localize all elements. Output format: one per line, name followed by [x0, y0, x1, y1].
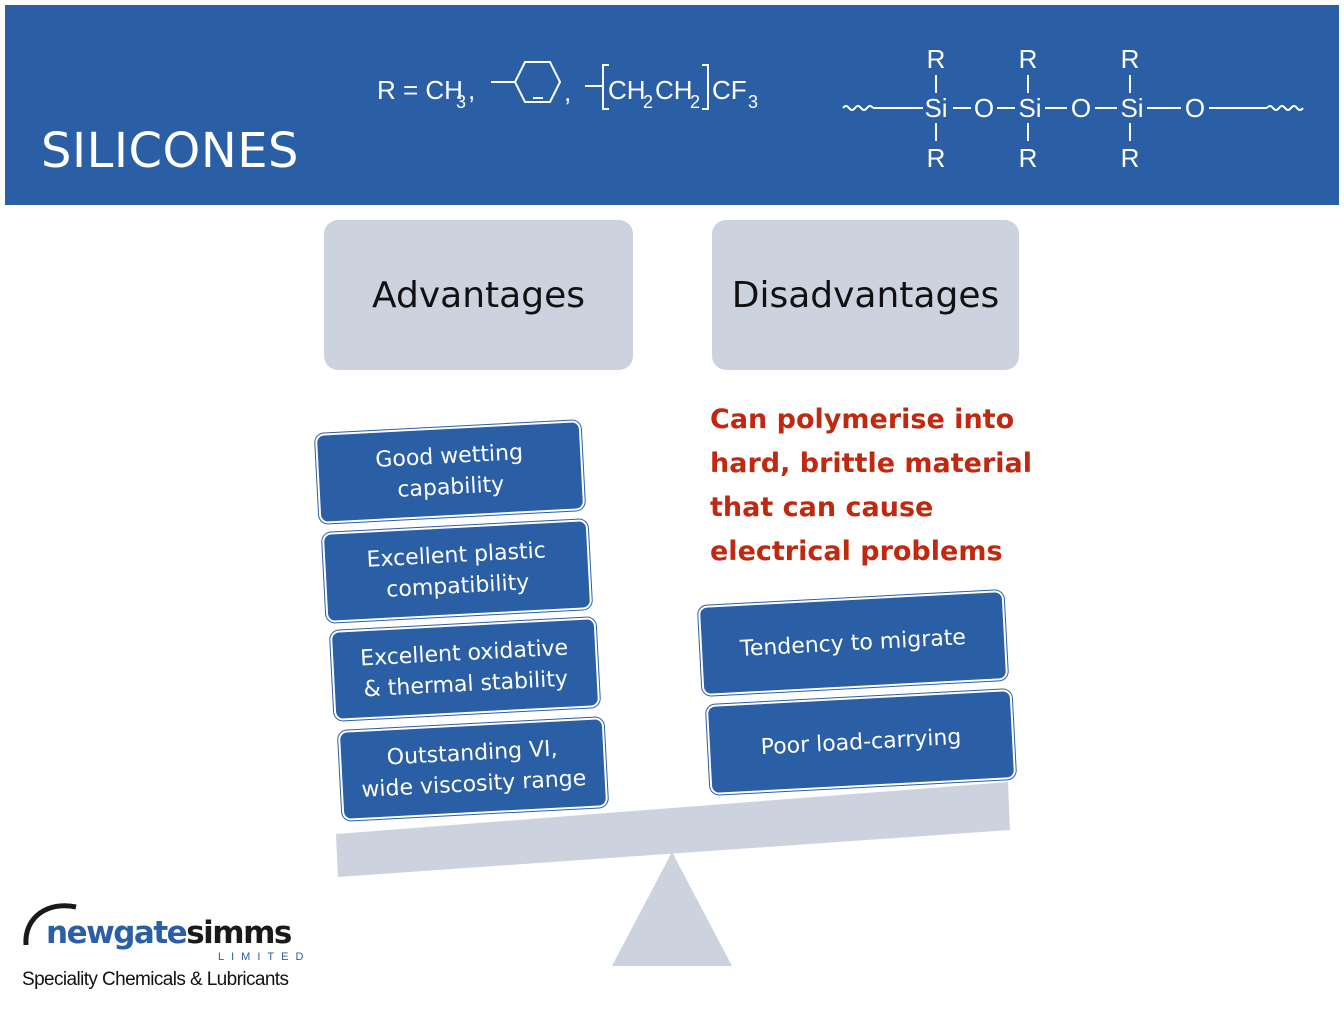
- advantage-item-3: Excellent oxidative& thermal stability: [329, 617, 601, 721]
- disadvantage-item-text: Tendency to migrate: [739, 624, 967, 662]
- benzene-ring-icon: [513, 61, 562, 103]
- advantages-header: Advantages: [324, 220, 633, 370]
- formula-sub-3b: 3: [748, 92, 758, 112]
- formula-sub-2b: 2: [690, 92, 700, 112]
- page-title: SILICONES: [41, 123, 300, 179]
- chain-wavy-left: [842, 105, 874, 111]
- header-banner: SILICONES R = CH 3 , , CH 2 CH 2 CF 3: [5, 5, 1339, 205]
- disadvantage-item-text: Poor load-carrying: [760, 724, 962, 760]
- logo-tagline: Speciality Chemicals & Lubricants: [22, 969, 289, 990]
- logo-brand-part1: newgate: [46, 915, 188, 951]
- chain-r-2-bottom: R: [1019, 143, 1038, 173]
- formula-ch2-b: CH: [655, 75, 693, 105]
- bracket-right: [702, 64, 709, 110]
- company-logo: newgatesimms LIMITED Speciality Chemical…: [18, 895, 318, 995]
- formula-comma-2: ,: [564, 77, 571, 107]
- chain-r-3-top: R: [1121, 44, 1140, 74]
- formula-cf: CF: [712, 75, 747, 105]
- formula-sub-3a: 3: [456, 92, 466, 112]
- logo-swoosh-icon: [23, 903, 77, 946]
- chain-o-2: O: [1071, 93, 1091, 123]
- advantage-item-text: capability: [396, 472, 505, 503]
- logo-limited: LIMITED: [218, 951, 311, 963]
- note-line: hard, brittle material: [710, 448, 1033, 479]
- chain-r-2-top: R: [1019, 44, 1038, 74]
- chain-si-3: Si: [1120, 93, 1143, 123]
- disadvantage-item-1: Tendency to migrate: [697, 590, 1009, 696]
- note-line: that can cause: [710, 492, 934, 523]
- chemical-formula: R = CH 3 , , CH 2 CH 2 CF 3: [377, 44, 1304, 173]
- chain-o-3: O: [1185, 93, 1205, 123]
- advantage-item-4: Outstanding VI,wide viscosity range: [337, 717, 609, 821]
- chain-r-1-top: R: [927, 44, 946, 74]
- chain-si-2: Si: [1018, 93, 1041, 123]
- formula-sub-2a: 2: [643, 92, 653, 112]
- bracket-left: [602, 64, 609, 110]
- scale-beam: [336, 782, 1010, 877]
- disadvantage-item-2: Poor load-carrying: [705, 689, 1017, 795]
- chain-r-3-bottom: R: [1121, 143, 1140, 173]
- disadvantage-note: Can polymerise into hard, brittle materi…: [710, 398, 1040, 574]
- chain-r-1-bottom: R: [927, 143, 946, 173]
- formula-r-prefix: R = CH: [377, 75, 463, 105]
- logo-wordmark: newgatesimms: [46, 915, 292, 951]
- logo-brand-part2: simms: [186, 915, 292, 951]
- chain-wavy-right: [1266, 105, 1304, 111]
- scale-fulcrum: [612, 852, 732, 966]
- note-line: Can polymerise into: [710, 404, 1015, 435]
- disadvantages-header: Disadvantages: [712, 220, 1019, 370]
- formula-ch2-a: CH: [608, 75, 646, 105]
- formula-comma-1: ,: [468, 75, 475, 105]
- chain-si-1: Si: [924, 93, 947, 123]
- chain-o-1: O: [974, 93, 994, 123]
- note-line: electrical problems: [710, 536, 1003, 567]
